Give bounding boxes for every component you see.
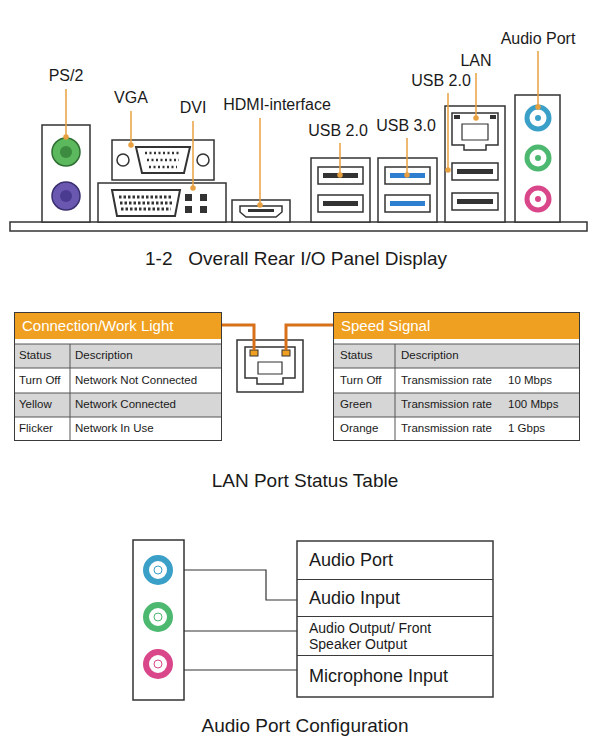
table-cell: Description: [401, 349, 459, 363]
port-label: USB 2.0: [308, 121, 368, 140]
table-cell: 10 Mbps: [508, 374, 552, 388]
table-cell: Status: [340, 349, 373, 363]
table-cell: Network Not Connected: [75, 374, 197, 388]
section-caption: 1-2 Overall Rear I/O Panel Display: [145, 248, 447, 271]
audio-row-box: Audio Output/ Front Speaker Output: [297, 617, 493, 656]
port-function: Audio Port: [309, 550, 393, 571]
section-caption: LAN Port Status Table: [212, 470, 399, 493]
port-label: VGA: [114, 88, 148, 107]
table-cell: Yellow: [19, 398, 52, 412]
port-label: USB 3.0: [376, 116, 436, 135]
table-heading: Connection/Work Light: [15, 313, 221, 339]
table-cell: Transmission rate: [401, 398, 492, 412]
ps2-port: [42, 125, 90, 222]
table-cell: Turn Off: [19, 374, 61, 388]
table-cell: Network Connected: [75, 398, 176, 412]
table-heading: Speed Signal: [334, 313, 579, 339]
table-cell: Status: [19, 349, 52, 363]
port-function: Microphone Input: [309, 666, 448, 687]
table-cell: Green: [340, 398, 372, 412]
panel-base: [10, 222, 587, 231]
section-caption: Audio Port Configuration: [201, 715, 408, 738]
leader-lines: [64, 51, 540, 207]
audio-row-box: Audio Input: [297, 580, 493, 617]
audio-row-box: Microphone Input: [297, 656, 493, 697]
table-cell: Transmission rate: [401, 374, 492, 388]
dvi-port: [98, 183, 226, 222]
port-function: Audio Output/ Front Speaker Output: [309, 620, 481, 652]
audio-jack-strip: [133, 540, 184, 700]
table-cell: 1 Gbps: [508, 422, 545, 436]
vga-port: [112, 140, 214, 180]
table-cell: Transmission rate: [401, 422, 492, 436]
port-label: LAN: [460, 51, 491, 70]
hdmi-port: [232, 200, 290, 222]
table-cell: Network In Use: [75, 422, 154, 436]
lan-usb-port: [445, 106, 505, 222]
audio-table-frame: [297, 541, 493, 697]
lan-port-icon: [237, 340, 303, 392]
table-cell: Turn Off: [340, 374, 382, 388]
port-label: USB 2.0: [411, 71, 471, 90]
port-label: Audio Port: [501, 29, 576, 48]
table-cell: Description: [75, 349, 133, 363]
port-label: DVI: [180, 98, 207, 117]
table-cell: Flicker: [19, 422, 53, 436]
port-label: HDMI-interface: [223, 95, 331, 114]
audio-row-box: Audio Port: [297, 541, 493, 580]
table-cell: 100 Mbps: [508, 398, 559, 412]
audio-jacks: [515, 95, 560, 222]
port-label: PS/2: [49, 66, 84, 85]
table-cell: Orange: [340, 422, 378, 436]
led-leaders: [222, 325, 333, 350]
jack-wires: [184, 570, 297, 670]
port-function: Audio Input: [309, 588, 400, 609]
